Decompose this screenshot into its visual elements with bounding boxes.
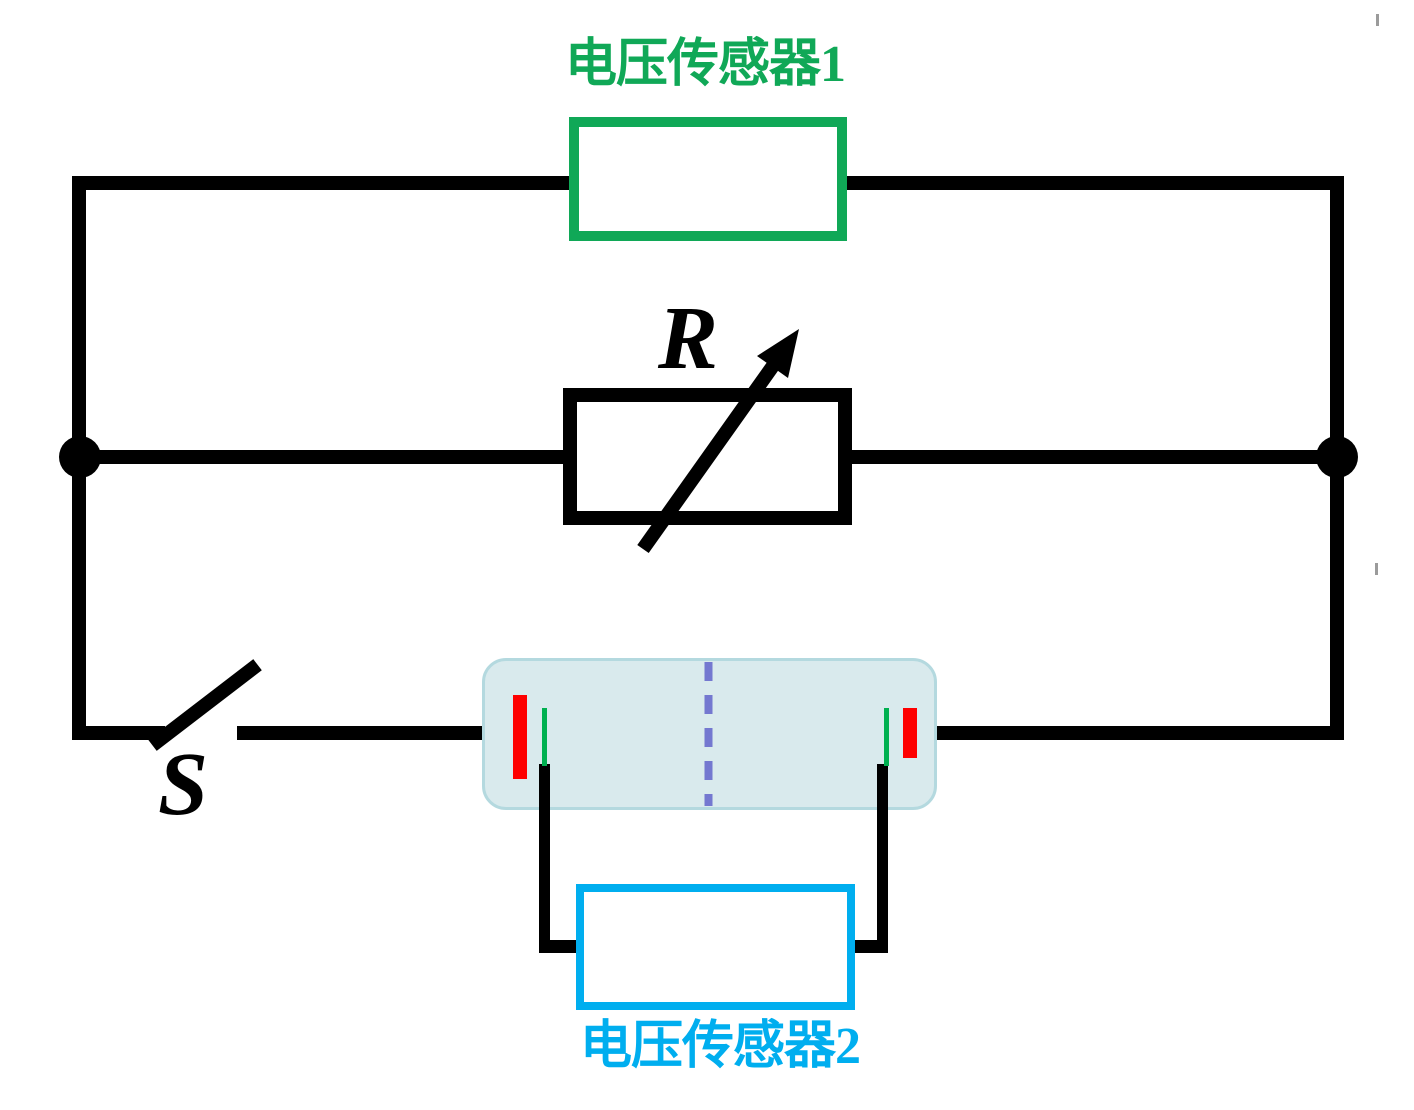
junction-dot-left <box>59 436 101 478</box>
junction-dot-right <box>1316 436 1358 478</box>
electrode-plate-right <box>903 708 917 758</box>
voltage-sensor-1-label: 电压传感器1 <box>564 36 846 93</box>
electrode-wire-right-stub <box>849 940 888 953</box>
artifact-mark-middle <box>1375 563 1378 575</box>
wire-bottom-left-stub <box>72 726 165 740</box>
wire-bottom-middle <box>237 726 515 740</box>
resistor-arrow-head <box>757 329 799 378</box>
voltage-sensor-2-label: 电压传感器2 <box>579 1018 861 1075</box>
voltage-sensor-1-box <box>569 117 847 241</box>
artifact-mark-top <box>1376 14 1379 26</box>
electrode-lead-left <box>542 708 547 766</box>
wire-middle-right <box>852 450 1337 464</box>
electrode-lead-right <box>884 708 889 766</box>
variable-resistor-box <box>563 388 852 525</box>
electrode-wire-right <box>877 764 888 953</box>
voltage-sensor-2-box <box>576 884 855 1010</box>
wire-bottom-right <box>915 726 1344 740</box>
wire-middle-left <box>86 450 563 464</box>
electrode-plate-left <box>513 695 527 779</box>
electrode-wire-left <box>539 764 550 953</box>
electrode-wire-left-stub <box>539 940 578 953</box>
cell-body <box>482 658 937 810</box>
switch-label: S <box>158 735 209 834</box>
resistor-label: R <box>658 289 719 388</box>
